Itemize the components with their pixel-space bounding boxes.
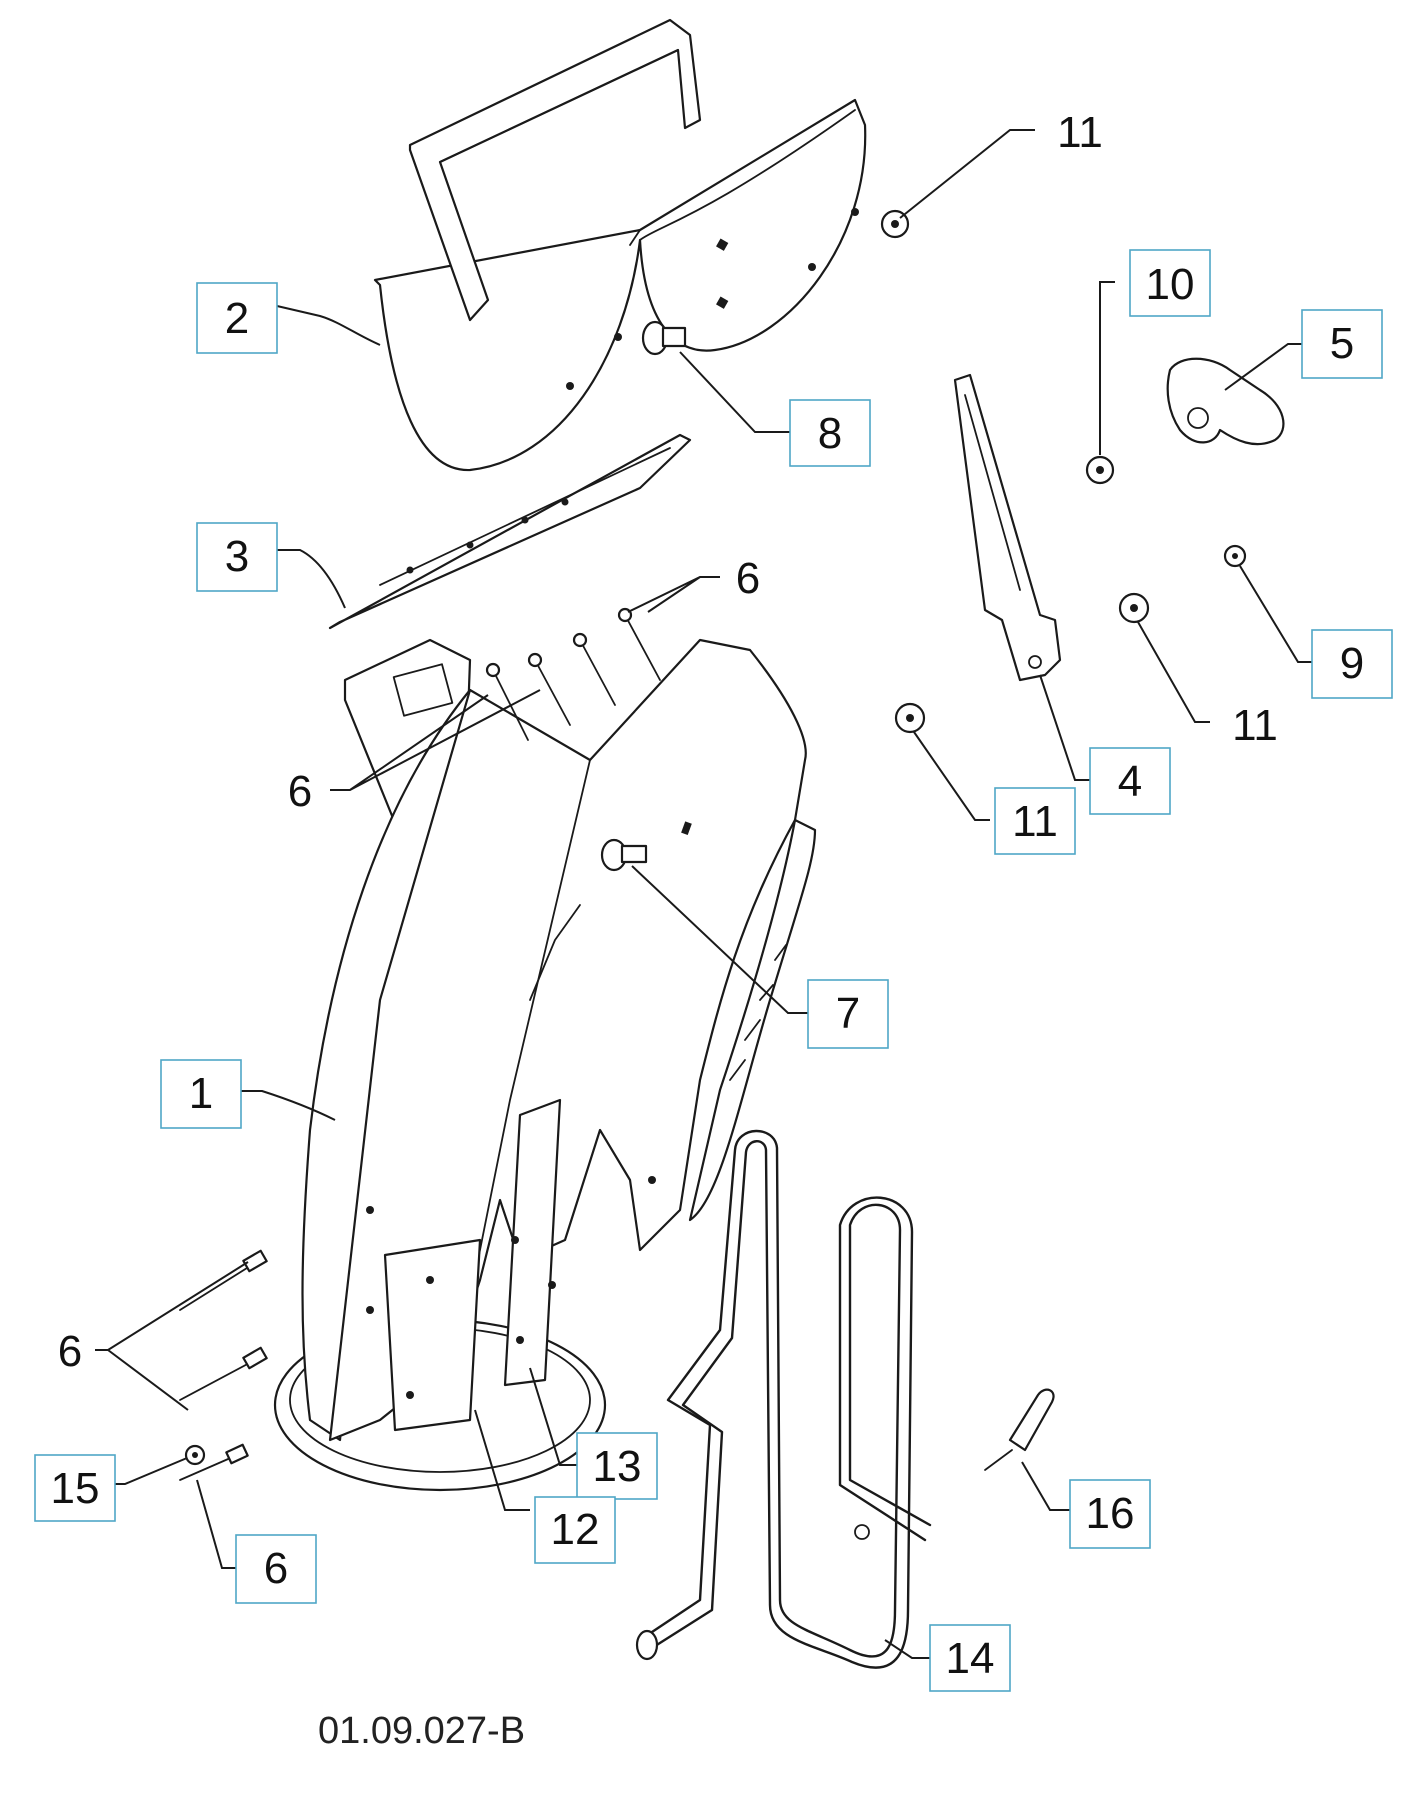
part-6-side-rivets — [179, 1249, 268, 1481]
part-16-grip — [984, 1388, 1055, 1471]
svg-text:5: 5 — [1330, 319, 1354, 368]
svg-text:10: 10 — [1146, 260, 1195, 309]
svg-text:6: 6 — [264, 1544, 288, 1593]
callout-10: 10 — [1129, 249, 1211, 317]
svg-text:11: 11 — [1012, 797, 1058, 846]
callout-12: 12 — [534, 1496, 616, 1564]
svg-text:11: 11 — [1232, 701, 1278, 750]
svg-text:13: 13 — [593, 1442, 642, 1491]
callout-11-top: 11 — [1057, 108, 1103, 157]
callout-14: 14 — [929, 1624, 1011, 1692]
svg-text:6: 6 — [736, 554, 760, 603]
part-8-bolt — [641, 320, 687, 356]
callout-9: 9 — [1311, 629, 1393, 699]
callout-13: 13 — [576, 1432, 658, 1500]
svg-text:14: 14 — [946, 1634, 995, 1683]
svg-text:7: 7 — [836, 989, 860, 1038]
part-deflector-hood — [373, 18, 867, 472]
callout-1: 1 — [160, 1059, 242, 1129]
svg-text:3: 3 — [225, 532, 249, 581]
svg-text:9: 9 — [1340, 639, 1364, 688]
callout-3: 3 — [196, 522, 278, 592]
diagram-code: 01.09.027-B — [318, 1710, 525, 1752]
callout-6-top-left: 6 — [288, 767, 312, 816]
svg-text:4: 4 — [1118, 757, 1142, 806]
part-14-rod — [635, 1129, 932, 1669]
callout-15: 15 — [34, 1454, 116, 1522]
callout-7: 7 — [807, 979, 889, 1049]
svg-text:12: 12 — [551, 1505, 600, 1554]
callout-4: 4 — [1089, 747, 1171, 815]
callout-5: 5 — [1301, 309, 1383, 379]
svg-text:6: 6 — [288, 767, 312, 816]
callout-2: 2 — [196, 282, 278, 354]
part-3-blade — [328, 433, 692, 630]
svg-text:8: 8 — [818, 409, 842, 458]
callout-8: 8 — [789, 399, 871, 467]
svg-text:6: 6 — [58, 1327, 82, 1376]
callout-11-mid: 11 — [1232, 701, 1278, 750]
part-4-bracket — [953, 373, 1062, 682]
part-5-knob — [1166, 357, 1285, 446]
callout-6-top-right: 6 — [736, 554, 760, 603]
svg-text:2: 2 — [225, 294, 249, 343]
leader-lines — [95, 129, 1312, 1659]
svg-text:11: 11 — [1057, 108, 1103, 157]
callout-6-bottom: 6 — [235, 1534, 317, 1604]
svg-text:16: 16 — [1086, 1489, 1135, 1538]
svg-text:15: 15 — [51, 1464, 100, 1513]
part-1-chute — [273, 638, 817, 1492]
callout-16: 16 — [1069, 1479, 1151, 1549]
callout-11-low: 11 — [994, 787, 1076, 855]
svg-text:1: 1 — [189, 1069, 213, 1118]
callout-6-left: 6 — [58, 1327, 82, 1376]
